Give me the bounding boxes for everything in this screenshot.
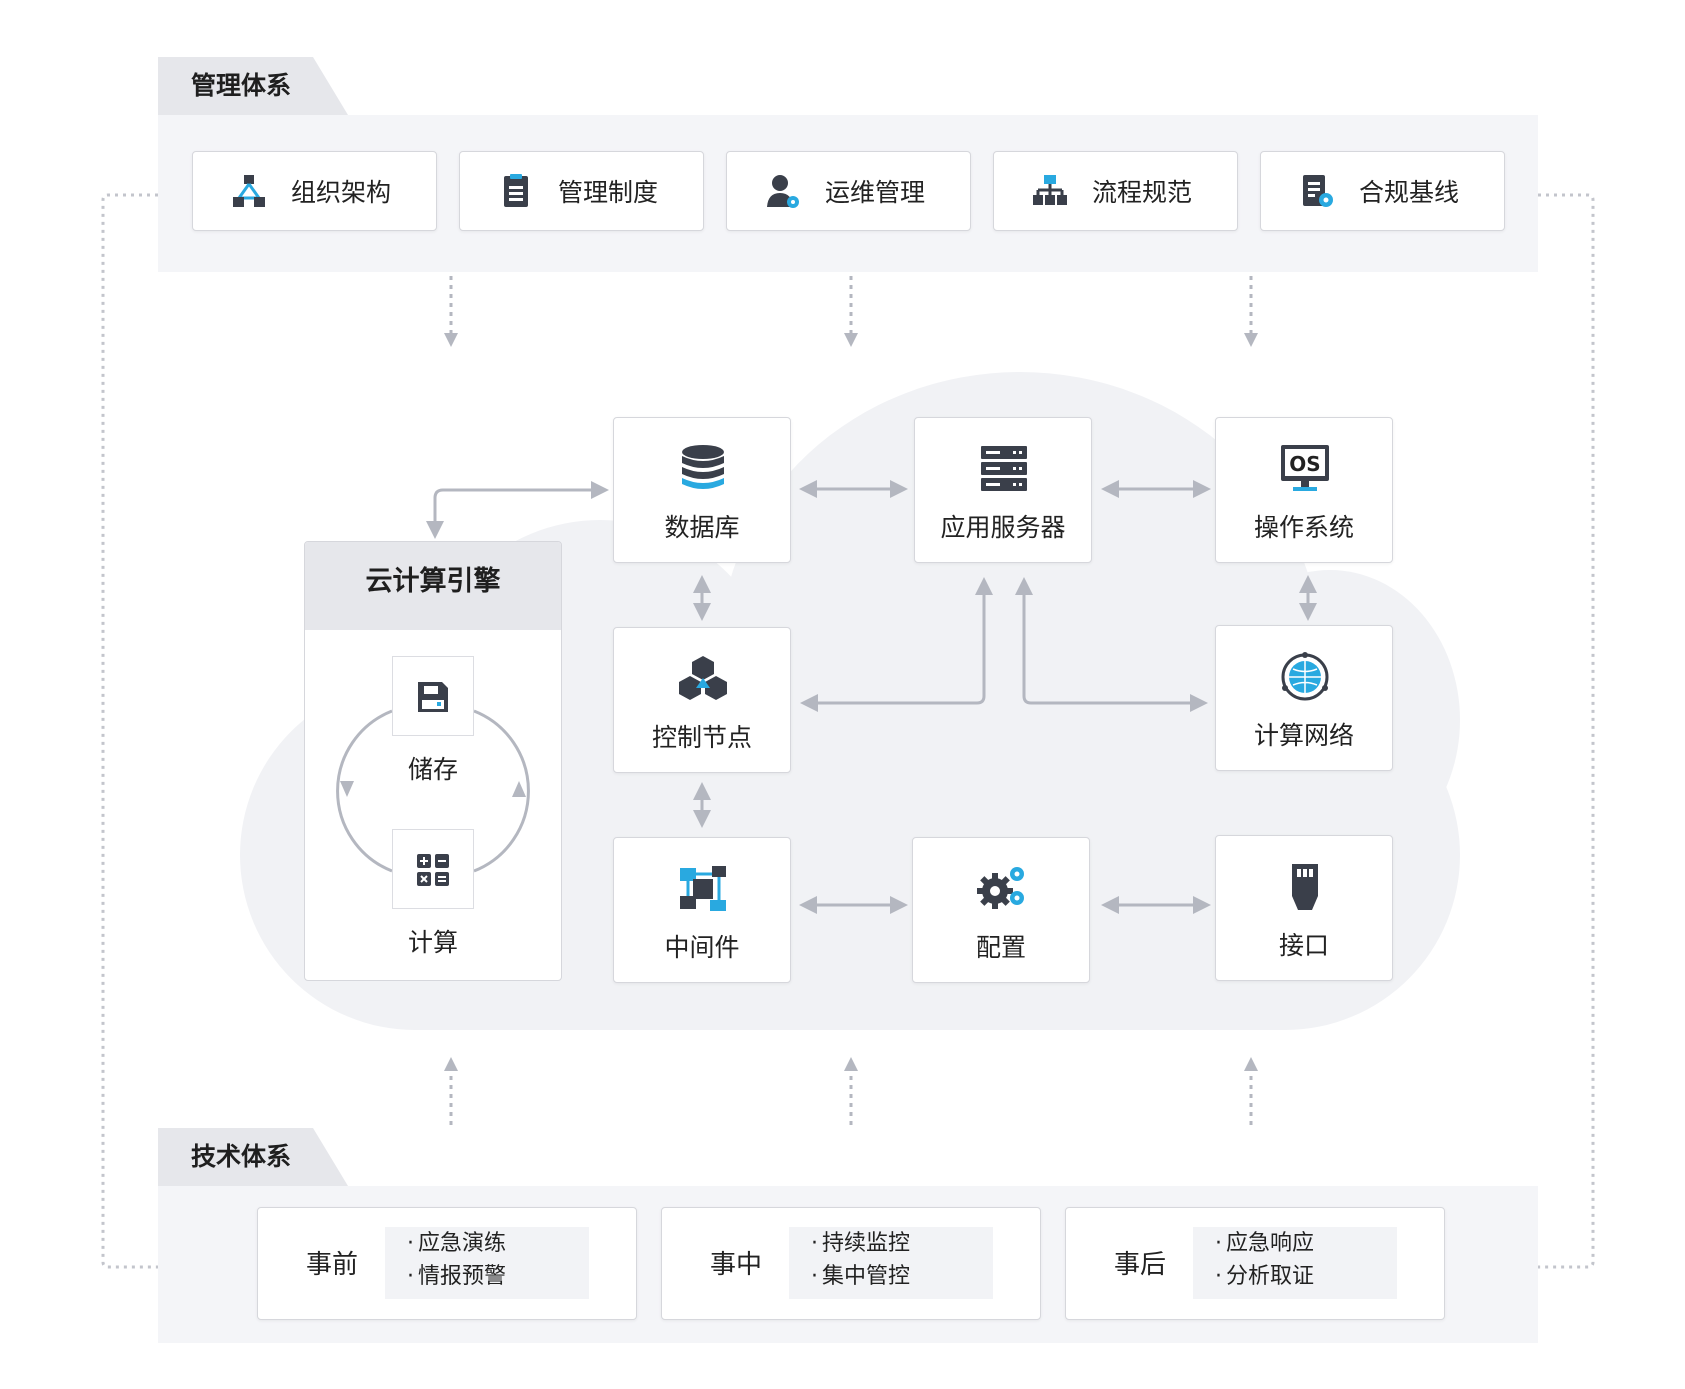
engine-cycle-arrows xyxy=(336,709,530,873)
compute-label: 计算 xyxy=(407,928,458,957)
mgmt-card-label: 流程规范 xyxy=(1092,178,1193,207)
node-control[interactable]: 控制节点 xyxy=(613,627,791,773)
tech-phase-label: 事后 xyxy=(1114,1250,1167,1280)
mgmt-card-ops[interactable]: 运维管理 xyxy=(726,151,971,231)
node-label: 计算网络 xyxy=(1253,721,1354,750)
cloud-engine-title: 云计算引擎 xyxy=(305,542,561,630)
cubes-icon xyxy=(679,656,727,700)
tech-item: 应急响应 xyxy=(1215,1227,1397,1260)
tech-item: 分析取证 xyxy=(1215,1260,1397,1293)
tech-item: 集中管控 xyxy=(811,1260,993,1293)
node-compute-network[interactable]: 计算网络 xyxy=(1215,625,1393,771)
tech-item-list: 持续监控 集中管控 xyxy=(789,1227,993,1299)
node-label: 控制节点 xyxy=(651,723,752,752)
node-interface[interactable]: 接口 xyxy=(1215,835,1393,981)
compute-box[interactable] xyxy=(392,829,474,909)
node-label: 中间件 xyxy=(664,933,740,962)
document-icon xyxy=(504,174,528,207)
org-structure-icon xyxy=(233,175,265,207)
tech-item-list: 应急响应 分析取证 xyxy=(1193,1227,1397,1299)
gears-icon xyxy=(977,867,1024,909)
management-title: 管理体系 xyxy=(191,71,292,100)
mgmt-card-label: 运维管理 xyxy=(825,178,926,207)
tech-card-during[interactable]: 事中 持续监控 集中管控 xyxy=(661,1207,1041,1320)
server-icon xyxy=(981,446,1027,491)
flowchart-icon xyxy=(1033,175,1067,205)
mgmt-card-policy[interactable]: 管理制度 xyxy=(459,151,704,231)
os-icon-text: OS xyxy=(1289,452,1320,476)
middleware-icon xyxy=(680,866,726,911)
storage-icon xyxy=(418,682,448,712)
compliance-icon xyxy=(1303,175,1333,207)
globe-network-icon xyxy=(1281,652,1329,701)
technology-section-tab: 技术体系 xyxy=(158,1128,348,1186)
tech-item: 情报预警 xyxy=(407,1260,589,1293)
node-os[interactable]: OS 操作系统 xyxy=(1215,417,1393,563)
monitor-os-icon: OS xyxy=(1281,445,1329,491)
node-label: 数据库 xyxy=(664,513,740,542)
node-middleware[interactable]: 中间件 xyxy=(613,837,791,983)
calculator-icon xyxy=(417,854,449,886)
tech-card-after[interactable]: 事后 应急响应 分析取证 xyxy=(1065,1207,1445,1320)
storage-box[interactable] xyxy=(392,656,474,736)
tech-item-list: 应急演练 情报预警 xyxy=(385,1227,589,1299)
user-gear-icon xyxy=(767,175,799,208)
tech-phase-label: 事前 xyxy=(306,1250,359,1280)
node-database[interactable]: 数据库 xyxy=(613,417,791,563)
plug-connector-icon xyxy=(1292,864,1318,910)
mgmt-card-compliance[interactable]: 合规基线 xyxy=(1260,151,1505,231)
node-label: 应用服务器 xyxy=(940,513,1066,542)
mgmt-card-org[interactable]: 组织架构 xyxy=(192,151,437,231)
node-label: 操作系统 xyxy=(1253,513,1354,542)
tech-card-before[interactable]: 事前 应急演练 情报预警 xyxy=(257,1207,637,1320)
mgmt-card-label: 组织架构 xyxy=(291,178,392,207)
management-section-tab: 管理体系 xyxy=(158,57,348,115)
mgmt-card-label: 管理制度 xyxy=(558,178,659,207)
node-app-server[interactable]: 应用服务器 xyxy=(914,417,1092,563)
technology-title: 技术体系 xyxy=(191,1142,292,1171)
mgmt-card-label: 合规基线 xyxy=(1359,178,1460,207)
mgmt-card-process[interactable]: 流程规范 xyxy=(993,151,1238,231)
tech-item: 持续监控 xyxy=(811,1227,993,1260)
tech-item: 应急演练 xyxy=(407,1227,589,1260)
tech-phase-label: 事中 xyxy=(710,1250,763,1280)
storage-label: 储存 xyxy=(407,755,458,784)
database-icon xyxy=(682,445,724,489)
node-config[interactable]: 配置 xyxy=(912,837,1090,983)
node-label: 接口 xyxy=(1278,931,1329,960)
node-label: 配置 xyxy=(975,933,1026,962)
